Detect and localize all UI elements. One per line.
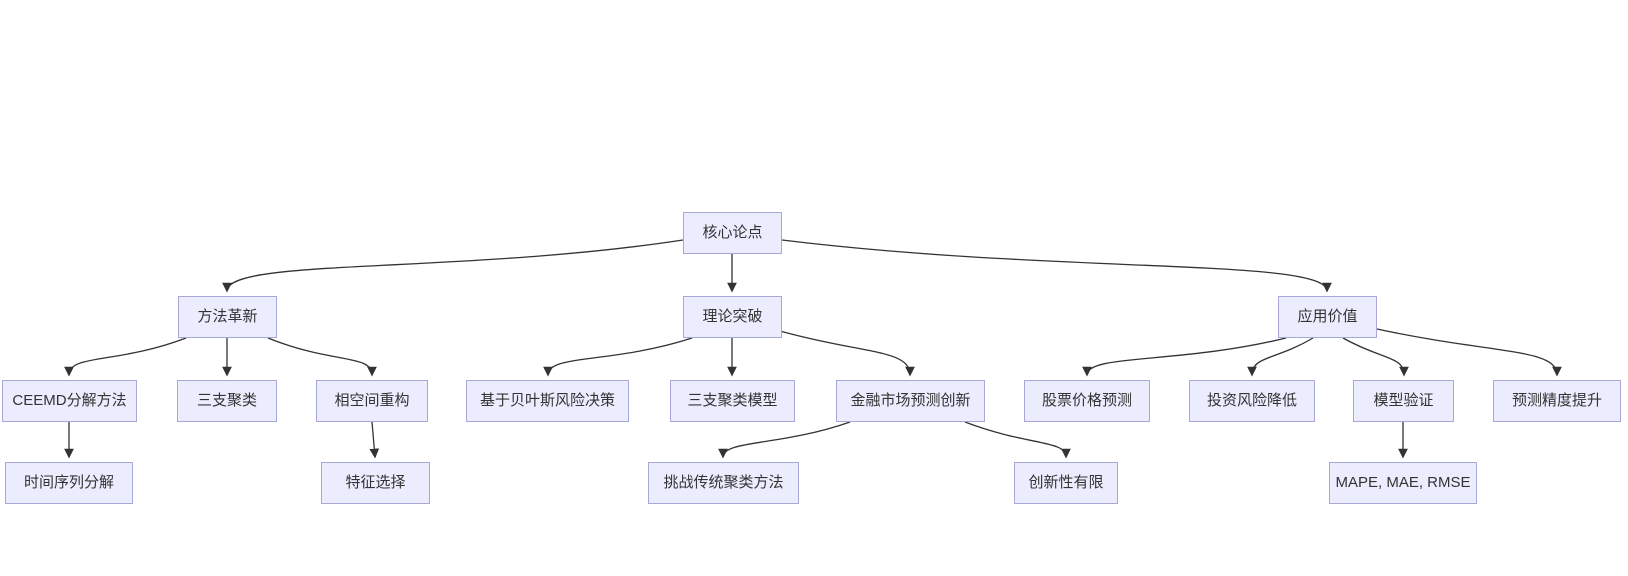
node-finance-innovation: 金融市场预测创新 — [836, 380, 985, 422]
node-three-way-model: 三支聚类模型 — [670, 380, 795, 422]
edge-theory-to-finance-innovation — [779, 330, 915, 377]
node-three-way-cluster: 三支聚类 — [177, 380, 277, 422]
node-model-validation: 模型验证 — [1353, 380, 1454, 422]
edge-theory-to-bayes-risk — [543, 337, 693, 377]
node-phase-space: 相空间重构 — [316, 380, 428, 422]
node-risk-reduction: 投资风险降低 — [1189, 380, 1315, 422]
edge-application-to-risk-reduction — [1247, 337, 1314, 377]
edge-method-to-phase-space — [267, 337, 377, 377]
edge-core-to-method — [222, 239, 684, 293]
node-challenge-cluster: 挑战传统聚类方法 — [648, 462, 799, 504]
edge-phase-space-to-feature-selection — [369, 421, 380, 459]
node-time-series-decomp: 时间序列分解 — [5, 462, 133, 504]
node-core: 核心论点 — [683, 212, 782, 254]
edge-application-to-stock-prediction — [1082, 337, 1287, 377]
node-metrics: MAPE, MAE, RMSE — [1329, 462, 1477, 504]
node-bayes-risk: 基于贝叶斯风险决策 — [466, 380, 629, 422]
node-precision-gain: 预测精度提升 — [1493, 380, 1621, 422]
node-method: 方法革新 — [178, 296, 277, 338]
node-stock-prediction: 股票价格预测 — [1024, 380, 1150, 422]
edge-method-to-ceemd — [64, 337, 187, 377]
edge-finance-innovation-to-challenge-cluster — [718, 421, 851, 459]
node-ceemd: CEEMD分解方法 — [2, 380, 137, 422]
edge-finance-innovation-to-limited-innovation — [964, 421, 1071, 459]
node-application: 应用价值 — [1278, 296, 1377, 338]
edge-core-to-application — [781, 239, 1332, 293]
edge-application-to-model-validation — [1342, 337, 1409, 377]
node-feature-selection: 特征选择 — [321, 462, 430, 504]
node-theory: 理论突破 — [683, 296, 782, 338]
edge-application-to-precision-gain — [1376, 328, 1562, 377]
node-limited-innovation: 创新性有限 — [1014, 462, 1118, 504]
